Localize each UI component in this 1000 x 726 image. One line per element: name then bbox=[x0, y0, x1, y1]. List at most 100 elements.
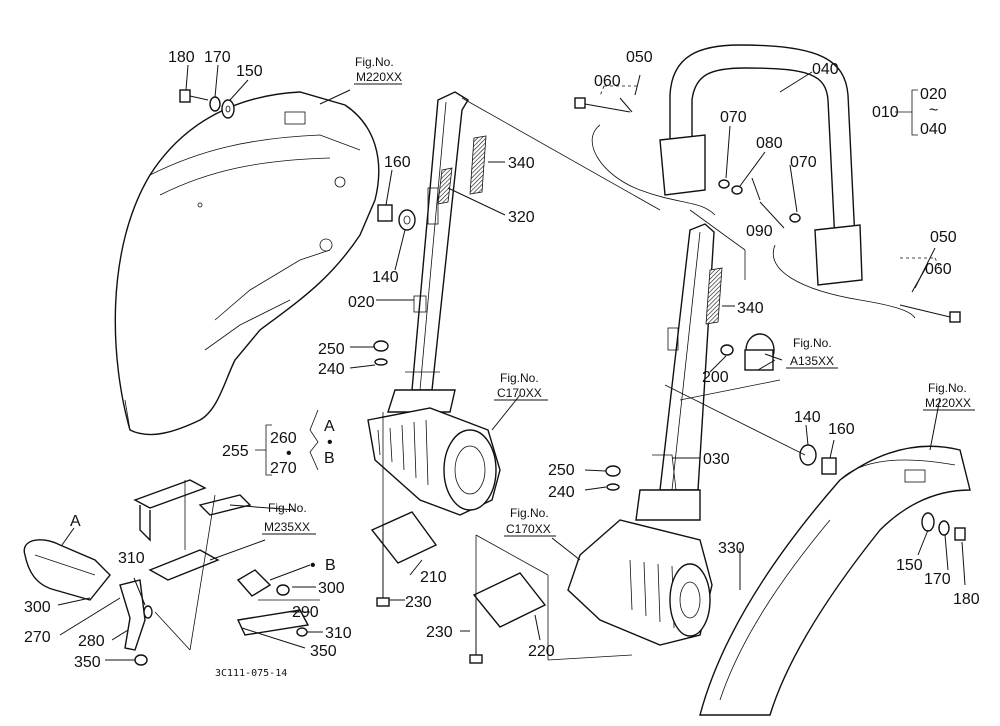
bolt-230-right bbox=[469, 600, 483, 664]
svg-text:340: 340 bbox=[737, 300, 764, 317]
svg-text:310: 310 bbox=[325, 625, 352, 642]
group-010: 010 020 ~ 040 bbox=[872, 86, 947, 138]
svg-text:M235XX: M235XX bbox=[264, 520, 310, 534]
svg-text:040: 040 bbox=[812, 61, 839, 78]
svg-text:C170XX: C170XX bbox=[497, 386, 542, 400]
fig-ref-c170-right: Fig.No. C170XX bbox=[504, 506, 556, 537]
left-rops-post bbox=[387, 91, 469, 413]
svg-text:M220XX: M220XX bbox=[356, 70, 402, 84]
pin-060-top bbox=[574, 97, 631, 113]
nut-080-upper bbox=[731, 185, 743, 195]
svg-text:Fig.No.: Fig.No. bbox=[928, 381, 967, 395]
svg-text:280: 280 bbox=[78, 633, 105, 650]
svg-text:160: 160 bbox=[384, 154, 411, 171]
left-fender bbox=[114, 91, 380, 436]
diagram-code: 3C111-075-14 bbox=[215, 668, 287, 679]
belt-buckle-b bbox=[236, 569, 272, 597]
right-axle-housing bbox=[567, 519, 713, 646]
cotter-090 bbox=[751, 177, 761, 201]
svg-text:150: 150 bbox=[896, 557, 923, 574]
spacer-160-left bbox=[377, 204, 393, 222]
bushing-140-right bbox=[799, 444, 817, 466]
svg-text:270: 270 bbox=[270, 460, 297, 477]
svg-text:300: 300 bbox=[318, 580, 345, 597]
svg-text:180: 180 bbox=[953, 591, 980, 608]
bolt-230-left bbox=[376, 525, 390, 607]
plate-220 bbox=[472, 572, 547, 628]
svg-text:290: 290 bbox=[292, 604, 319, 621]
part-labels: 180 170 150 160 140 020 340 320 250 240 … bbox=[24, 49, 980, 671]
svg-text:070: 070 bbox=[720, 109, 747, 126]
right-rops-post bbox=[635, 223, 715, 521]
svg-text:060: 060 bbox=[925, 261, 952, 278]
svg-text:350: 350 bbox=[310, 643, 337, 660]
svg-text:310: 310 bbox=[118, 550, 145, 567]
svg-text:~: ~ bbox=[929, 102, 938, 119]
bolt-180-left bbox=[179, 89, 209, 103]
svg-text:350: 350 bbox=[74, 654, 101, 671]
label-340-right bbox=[705, 267, 723, 325]
svg-text:330: 330 bbox=[718, 540, 745, 557]
svg-text:090: 090 bbox=[746, 223, 773, 240]
svg-text:230: 230 bbox=[426, 624, 453, 641]
washer-240-right bbox=[606, 483, 620, 491]
lamp-200 bbox=[720, 333, 775, 371]
leader-lines bbox=[57, 64, 966, 661]
bolt-300-right bbox=[276, 584, 290, 596]
svg-text:340: 340 bbox=[508, 155, 535, 172]
svg-text:030: 030 bbox=[703, 451, 730, 468]
svg-text:200: 200 bbox=[702, 369, 729, 386]
washer-070-lower bbox=[789, 213, 801, 223]
svg-text:240: 240 bbox=[318, 361, 345, 378]
belt-bracket-upper bbox=[133, 479, 252, 581]
washer-240-left bbox=[374, 358, 388, 366]
svg-text:060: 060 bbox=[594, 73, 621, 90]
fig-ref-m220-right: Fig.No. M220XX bbox=[923, 381, 975, 411]
fig-ref-m220-left: Fig.No. M220XX bbox=[354, 55, 402, 85]
label-320 bbox=[437, 167, 453, 205]
svg-text:170: 170 bbox=[924, 571, 951, 588]
svg-text:300: 300 bbox=[24, 599, 51, 616]
callout-b-bullet: • bbox=[310, 557, 316, 574]
left-axle-housing bbox=[367, 407, 501, 516]
nut-350-left bbox=[134, 654, 148, 666]
washer-170-left bbox=[209, 96, 221, 112]
nut-250-left bbox=[373, 340, 389, 352]
svg-text:220: 220 bbox=[528, 643, 555, 660]
bolt-180-right bbox=[954, 527, 966, 541]
svg-text:230: 230 bbox=[405, 594, 432, 611]
callout-b: B bbox=[325, 557, 336, 574]
plate-210 bbox=[370, 511, 438, 564]
svg-text:240: 240 bbox=[548, 484, 575, 501]
svg-text:260: 260 bbox=[270, 430, 297, 447]
belt-anchor-280 bbox=[119, 579, 146, 651]
svg-text:160: 160 bbox=[828, 421, 855, 438]
svg-text:250: 250 bbox=[318, 341, 345, 358]
svg-text:020: 020 bbox=[920, 86, 947, 103]
svg-text:Fig.No.: Fig.No. bbox=[268, 501, 307, 515]
bushing-140-left bbox=[398, 209, 416, 231]
pin-wire-right bbox=[773, 244, 916, 319]
svg-text:A135XX: A135XX bbox=[790, 354, 834, 368]
washer-150-right bbox=[921, 512, 935, 532]
svg-text:Fig.No.: Fig.No. bbox=[793, 336, 832, 350]
svg-text:010: 010 bbox=[872, 104, 899, 121]
upper-rops-frame bbox=[659, 44, 863, 286]
svg-text:255: 255 bbox=[222, 443, 249, 460]
svg-text:A: A bbox=[324, 418, 335, 435]
washer-150-left bbox=[221, 99, 235, 119]
svg-text:•: • bbox=[327, 434, 333, 451]
svg-text:040: 040 bbox=[920, 121, 947, 138]
svg-text:B: B bbox=[324, 450, 335, 467]
label-340-left bbox=[469, 135, 487, 195]
nut-310-left bbox=[143, 605, 153, 619]
svg-text:Fig.No.: Fig.No. bbox=[500, 371, 539, 385]
right-fender bbox=[699, 445, 971, 716]
alignment-lines bbox=[461, 97, 806, 456]
washer-170-right bbox=[938, 520, 950, 536]
pin-wire-top bbox=[591, 124, 716, 216]
group-255: 255 260 • 270 A • B bbox=[222, 418, 335, 477]
callout-a: A bbox=[70, 513, 81, 530]
svg-text:•: • bbox=[286, 445, 292, 462]
